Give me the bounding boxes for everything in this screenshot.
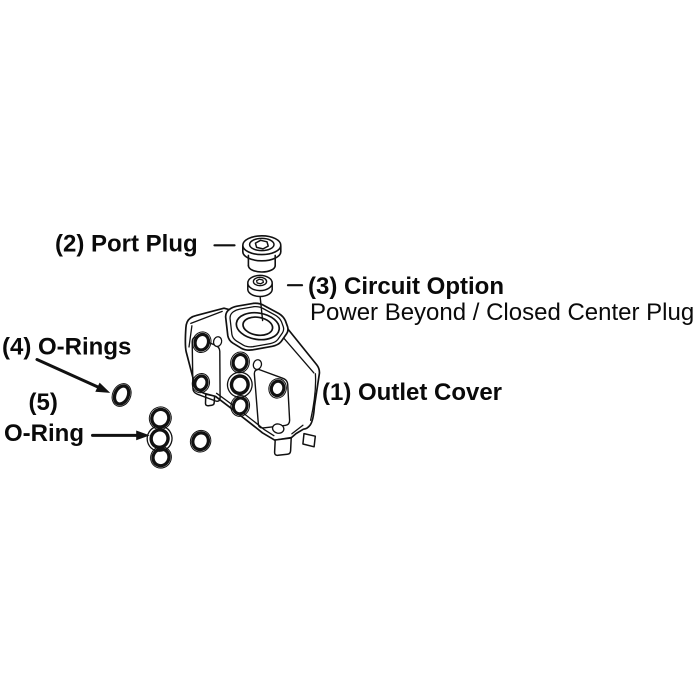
edge-line-right-end (309, 373, 317, 421)
o-ring (151, 447, 171, 468)
port-opening-inner (242, 316, 274, 337)
port-plug-flange-bottom (242, 250, 282, 262)
hex-socket (255, 278, 265, 285)
o-ring-seat (193, 374, 209, 392)
bolt-hole (212, 336, 223, 348)
port-plug-cylinder (247, 254, 276, 267)
port-plug-top-face (248, 237, 275, 252)
o-ring-seat (231, 396, 249, 416)
o-ring-seat (231, 352, 249, 372)
label-outlet-cover: (1) Outlet Cover (322, 379, 502, 406)
o-ring-seat (193, 332, 211, 352)
o-ring-seat (269, 379, 286, 398)
edge-line-top-right (282, 336, 315, 374)
bolt-hole (252, 359, 263, 371)
label-o-ring-5-number: (5) (29, 389, 58, 416)
label-circuit-option-sub: Power Beyond / Closed Center Plug (310, 299, 694, 326)
o-ring-stack-drawing (146, 406, 173, 469)
edge-line-left (188, 325, 193, 348)
hex-socket (254, 239, 269, 250)
label-o-ring-5: O-Ring (4, 420, 84, 447)
o-ring-seats (191, 331, 287, 417)
circuit-option-plug-drawing (247, 274, 273, 298)
o-ring-single-drawing (189, 429, 212, 453)
port-opening-outer (235, 311, 281, 341)
edge-line-top-left (190, 310, 223, 325)
o-ring-seat (229, 374, 250, 396)
o-ring (191, 431, 211, 452)
port-plug-drawing (241, 235, 282, 273)
edge-line-bottom-right (291, 424, 304, 435)
port-plug-cylinder-bottom (247, 264, 276, 273)
mounting-foot-center (273, 437, 292, 457)
gasket-groove-left (191, 336, 221, 402)
circuit-plug-top-face (252, 276, 268, 287)
o-ring-4-drawing (111, 383, 132, 407)
label-o-rings-4: (4) O-Rings (2, 334, 131, 361)
arrowhead (95, 382, 111, 393)
o-ring (149, 428, 170, 450)
arrow-to-o-ring-5 (91, 430, 150, 441)
leader-line-plug-to-port (259, 296, 264, 322)
o-ring (112, 384, 131, 406)
arrowhead (136, 430, 150, 441)
bolt-hole (271, 423, 285, 434)
arrow-to-o-ring-4 (35, 358, 111, 393)
port-boss (224, 302, 289, 351)
label-port-plug: (2) Port Plug (55, 231, 198, 258)
mounting-foot-right (302, 432, 317, 448)
outlet-cover-drawing (184, 302, 321, 457)
mounting-foot-left (204, 393, 216, 407)
circuit-plug-bottom (247, 288, 273, 298)
gasket-groove-right (253, 368, 291, 429)
label-circuit-option: (3) Circuit Option (308, 273, 504, 300)
port-boss-rim (229, 305, 285, 348)
